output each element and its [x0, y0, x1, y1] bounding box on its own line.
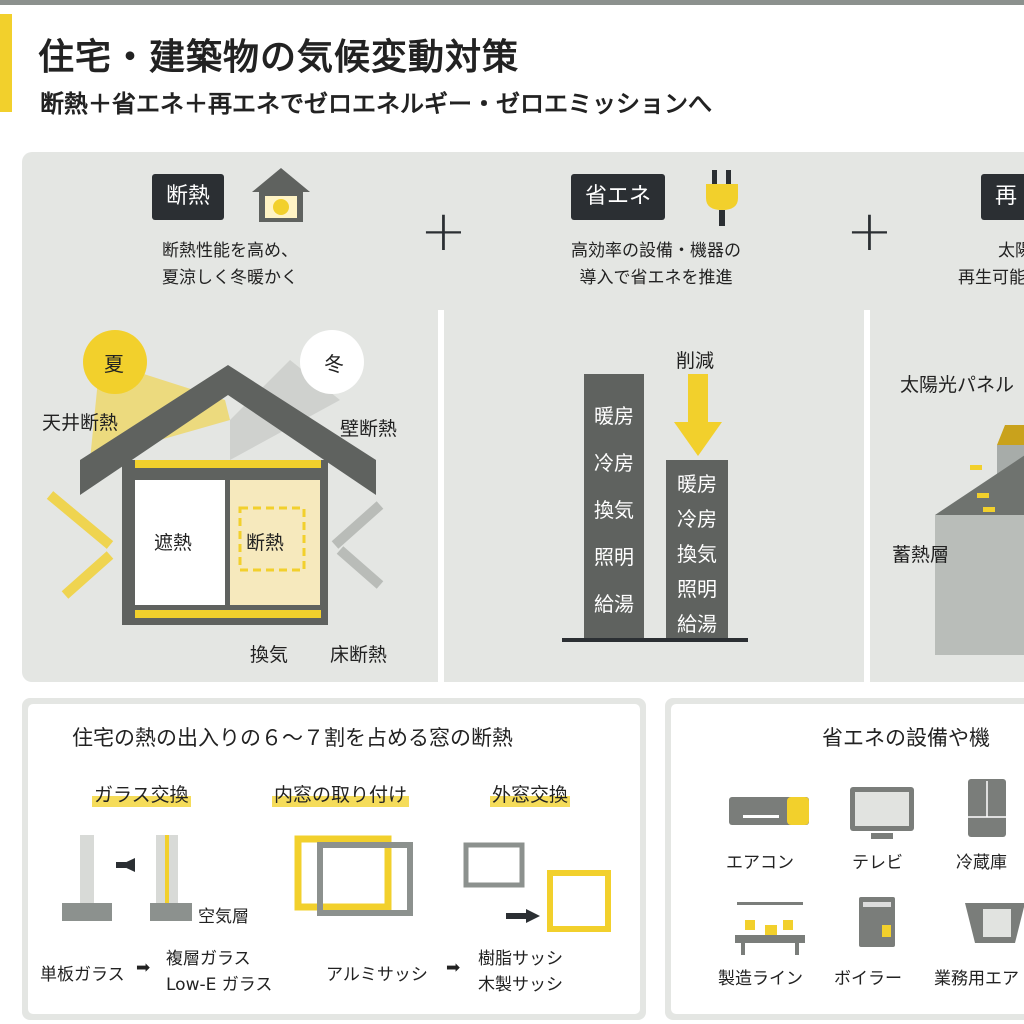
equipment-label: エアコン [726, 853, 794, 873]
bar-label: 給湯 [677, 612, 717, 636]
equipment-label: ボイラー [834, 969, 902, 989]
desc-line: 導入で省エネを推進 [579, 268, 733, 288]
top-rule [0, 0, 1024, 5]
tag-insulation: 断熱 [152, 174, 225, 220]
down-arrow-icon [674, 374, 722, 456]
title-accent-bar [0, 14, 12, 112]
energy-desc: 高効率の設備・機器の導入で省エネを推進 [546, 238, 766, 292]
summer-label: 夏 [104, 352, 124, 376]
equipment-label: 業務用エア [934, 969, 1019, 989]
house-icon [252, 168, 310, 222]
glass-from: 単板ガラス [40, 965, 125, 985]
page-title: 住宅・建築物の気候変動対策 [38, 37, 520, 78]
bar-label: 冷房 [677, 507, 717, 531]
bar-label: 暖房 [594, 404, 634, 428]
window-illustrations [62, 835, 611, 932]
wall-insulation-label: 壁断熱 [340, 418, 398, 440]
winter-label: 冬 [324, 352, 344, 376]
chart-baseline [562, 638, 748, 642]
window-panel-title: 住宅の熱の出入りの６〜７割を占める窓の断熱 [72, 726, 513, 750]
tag-renewable: 再 [981, 174, 1024, 220]
sash-to: 樹脂サッシ木製サッシ [478, 946, 563, 998]
insulation-desc: 断熱性能を高め、夏涼しく冬暖かく [120, 238, 340, 292]
arrow-icon: ➡ [136, 958, 151, 978]
bar-label: 冷房 [594, 451, 634, 475]
reduction-label: 削減 [676, 350, 715, 372]
boiler-icon [859, 897, 895, 947]
equipment-panel [665, 698, 1024, 1020]
page-subtitle: 断熱＋省エネ＋再エネでゼロエネルギー・ゼロエミッションへ [40, 90, 712, 118]
equipment-panel-inner [671, 704, 1024, 1014]
commercial-ac-icon [965, 903, 1024, 943]
desc-line: 再生可能 [958, 268, 1024, 288]
plus-sign: + [420, 199, 467, 264]
bar-label: 照明 [594, 545, 634, 569]
floor-insulation-label: 床断熱 [330, 644, 388, 666]
heat-shield-label: 遮熱 [154, 532, 193, 554]
plug-icon [706, 170, 738, 226]
solar-panel-label: 太陽光パネル [900, 374, 1015, 396]
ceiling-insulation-label: 天井断熱 [42, 412, 119, 434]
glass-to-line: 複層ガラス [166, 949, 251, 969]
renewable-desc: 太陽再生可能 [958, 238, 1024, 292]
air-layer-label: 空気層 [198, 907, 249, 927]
ventilation-label: 換気 [250, 644, 289, 666]
bar-before: 暖房冷房換気照明給湯 [584, 374, 644, 640]
bar-label: 換気 [594, 498, 634, 522]
window-panel-inner [28, 704, 640, 1014]
sash-to-line: 樹脂サッシ [478, 949, 563, 969]
renewable-house-diagram [935, 425, 1024, 655]
equipment-panel-title: 省エネの設備や機 [822, 726, 990, 750]
plus-sign: + [846, 199, 893, 264]
bar-after: 暖房冷房換気照明給湯 [666, 460, 728, 640]
equipment-label: テレビ [852, 853, 903, 873]
method-inner-window: 内窓の取り付け [272, 780, 410, 807]
divider [438, 310, 444, 682]
insulation-label: 断熱 [246, 532, 285, 554]
arrow-icon: ➡ [446, 958, 461, 978]
desc-line: 夏涼しく冬暖かく [162, 268, 298, 288]
bar-label: 換気 [677, 542, 717, 566]
equipment-label: 製造ライン [718, 969, 803, 989]
tag-energy-saving: 省エネ [571, 174, 666, 220]
glass-to: 複層ガラス Low-E ガラス [166, 946, 272, 998]
production-line-icon [735, 902, 805, 955]
glass-to-line: Low-E ガラス [166, 975, 273, 995]
bar-label: 給湯 [594, 592, 634, 616]
sash-from: アルミサッシ [326, 965, 428, 985]
desc-line: 断熱性能を高め、 [162, 241, 298, 261]
heat-storage-label: 蓄熱層 [892, 544, 950, 566]
bar-label: 照明 [677, 577, 717, 601]
insulation-house-diagram [46, 330, 384, 625]
desc-line: 高効率の設備・機器の [571, 241, 741, 261]
method-outer-window: 外窓交換 [490, 780, 571, 807]
equipment-label: 冷蔵庫 [956, 853, 1007, 873]
sash-to-line: 木製サッシ [478, 975, 563, 995]
desc-line: 太陽 [998, 241, 1024, 261]
divider [864, 310, 870, 682]
window-panel [22, 698, 646, 1020]
method-glass: ガラス交換 [92, 780, 191, 807]
bar-label: 暖房 [677, 472, 717, 496]
equipment-icons [729, 779, 1024, 955]
